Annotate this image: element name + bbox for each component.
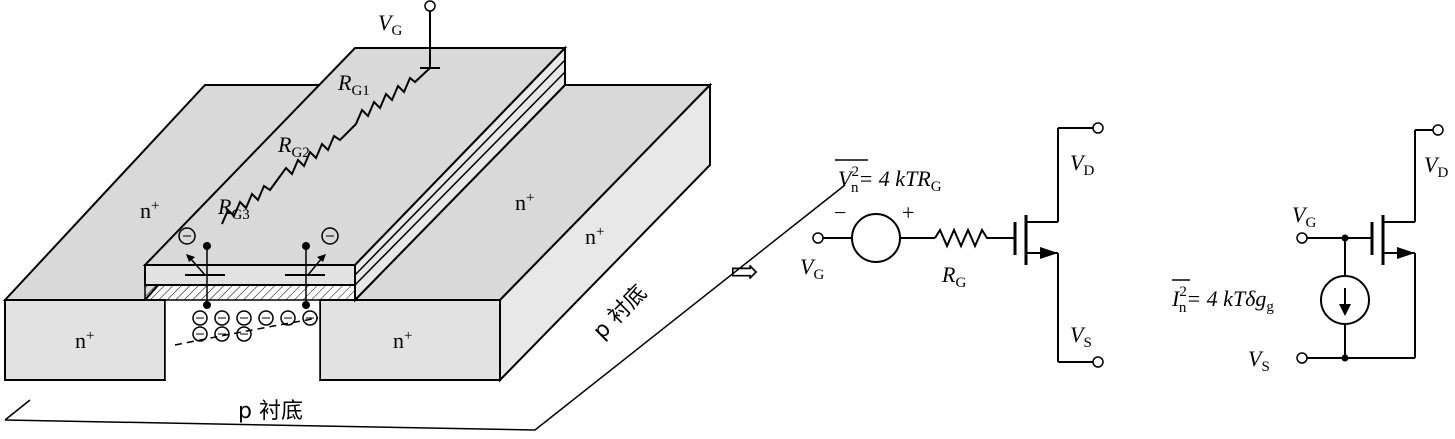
n-plus-right-block xyxy=(319,299,501,381)
n-plus-right-front-label: n+ xyxy=(393,328,412,353)
gate-charge-right xyxy=(285,227,339,309)
vg-top-label: VG xyxy=(378,10,402,39)
plus-sign: + xyxy=(902,200,914,225)
n-plus-left-front-label: n+ xyxy=(75,328,94,353)
n-plus-left-block xyxy=(4,299,166,381)
rg1-label: RG1 xyxy=(337,70,370,99)
vd-label-b: VD xyxy=(1424,152,1448,181)
vs-label: VS xyxy=(1070,322,1092,351)
gate-resistor-icon xyxy=(934,227,1015,249)
vs-label-b: VS xyxy=(1248,346,1270,375)
gate-charge-left xyxy=(178,227,225,309)
rg2-label: RG2 xyxy=(277,132,310,161)
gate-oxide xyxy=(144,284,356,301)
vg-label-b: VG xyxy=(1292,202,1316,231)
n-plus-left-top-label: n+ xyxy=(140,198,159,223)
voltage-noise-source-icon xyxy=(851,213,901,263)
substrate-plane xyxy=(4,184,846,431)
p-substrate-side-label: p 衬底 xyxy=(589,281,653,345)
rg3-label: RG3 xyxy=(217,194,250,223)
minus-sign: − xyxy=(834,200,846,225)
n-plus-right-top-label: n+ xyxy=(515,190,534,215)
p-substrate-front-label: p 衬底 xyxy=(238,399,303,424)
equivalence-arrow: ⇨ xyxy=(730,254,759,291)
vd-label: VD xyxy=(1070,150,1094,179)
distributed-gate-resistor xyxy=(221,0,440,225)
n-plus-right-side-label: n+ xyxy=(585,224,604,249)
vg-input-label: VG xyxy=(800,254,824,283)
gate-side-face xyxy=(354,45,566,303)
rg-label: RG xyxy=(941,262,966,291)
mosfet-3d-structure: VG RG1 RG2 RG3 n+ n+ n+ n+ n+ p 衬底 p 衬底 xyxy=(2,0,846,431)
